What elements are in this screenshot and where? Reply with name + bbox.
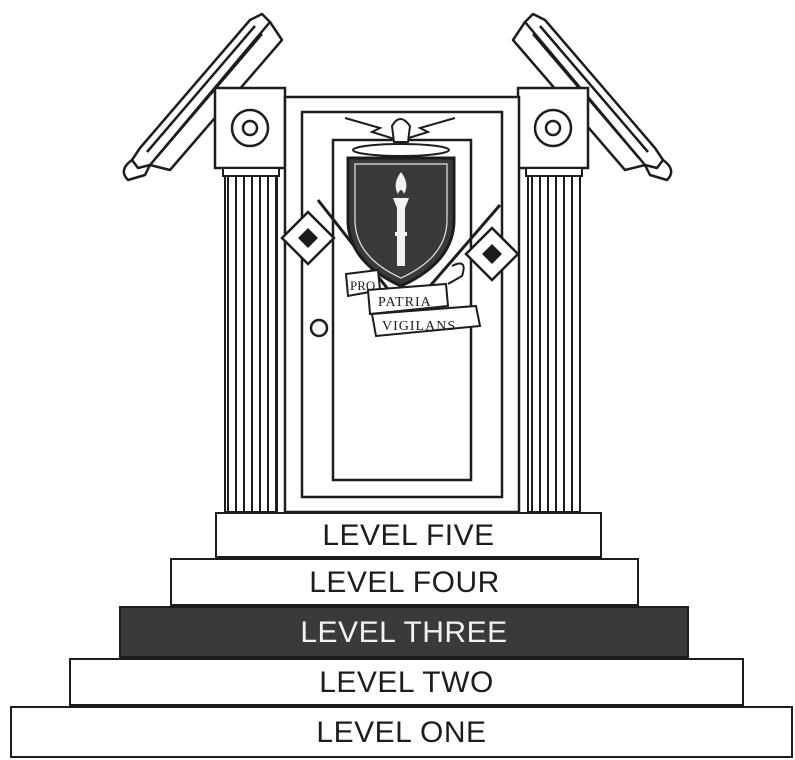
step-level-two: LEVEL TWO: [69, 658, 744, 706]
step-label: LEVEL THREE: [300, 616, 507, 648]
right-column: [518, 88, 588, 512]
motto-word-2: PATRIA: [378, 295, 432, 310]
step-label: LEVEL FOUR: [309, 566, 500, 598]
left-column: [215, 88, 285, 512]
step-level-four: LEVEL FOUR: [170, 558, 639, 606]
step-level-five: LEVEL FIVE: [215, 512, 602, 558]
step-label: LEVEL FIVE: [322, 519, 494, 551]
step-level-one: LEVEL ONE: [10, 706, 793, 758]
step-level-three: LEVEL THREE: [119, 606, 689, 658]
motto-word-3: VIGILANS: [382, 319, 456, 334]
step-label: LEVEL TWO: [319, 666, 494, 698]
step-label: LEVEL ONE: [316, 716, 486, 748]
